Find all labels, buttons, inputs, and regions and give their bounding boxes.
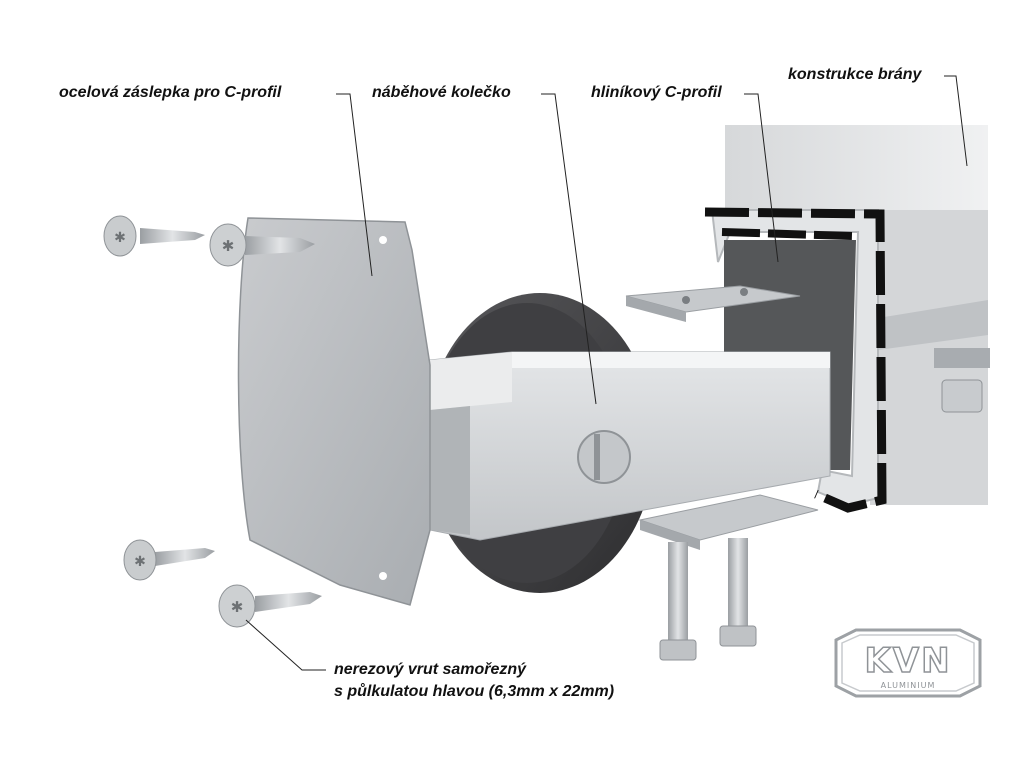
screw-bottom-right: ✱: [218, 584, 322, 628]
label-guide-wheel: náběhové kolečko: [372, 84, 511, 101]
logo-letters: KVN: [864, 641, 951, 681]
axle-bolt: [577, 430, 631, 484]
logo-subtitle: ALUMINIUM: [881, 681, 936, 690]
leader-screw: [245, 619, 326, 671]
screw-top-left: ✱: [103, 215, 205, 257]
top-bracket: [625, 285, 801, 322]
label-end-cap: ocelová záslepka pro C-profil: [59, 84, 282, 101]
label-screw-line-1: nerezový vrut samořezný: [334, 661, 527, 678]
bottom-bracket: [638, 494, 819, 661]
label-screw-line-2: s půlkulatou hlavou (6,3mm x 22mm): [334, 683, 615, 700]
svg-text:✱: ✱: [134, 554, 146, 570]
kvn-logo: KVN ALUMINIUM: [834, 628, 982, 698]
steel-end-cap: [237, 217, 431, 606]
leader-end-cap: [336, 93, 373, 277]
bottom-bolt-left: [668, 542, 688, 647]
svg-text:✱: ✱: [231, 598, 244, 616]
profile-nut: [934, 348, 990, 413]
leader-guide-wheel: [541, 93, 597, 405]
label-c-profile: hliníkový C-profil: [591, 84, 722, 101]
wheel-arm: [429, 351, 831, 541]
leader-c-profile: [744, 93, 779, 263]
label-screw: nerezový vrut samořezný s půlkulatou hla…: [334, 659, 614, 703]
screw-top-right: ✱: [209, 223, 315, 267]
leader-gate-structure: [944, 75, 968, 167]
svg-text:✱: ✱: [222, 237, 235, 255]
svg-text:✱: ✱: [114, 230, 126, 246]
label-gate-structure: konstrukce brány: [788, 66, 922, 83]
leader-lines: [245, 75, 968, 671]
gate-structure: [725, 125, 988, 505]
bottom-bolt-right: [728, 538, 748, 633]
screw-bottom-left: ✱: [123, 539, 215, 581]
